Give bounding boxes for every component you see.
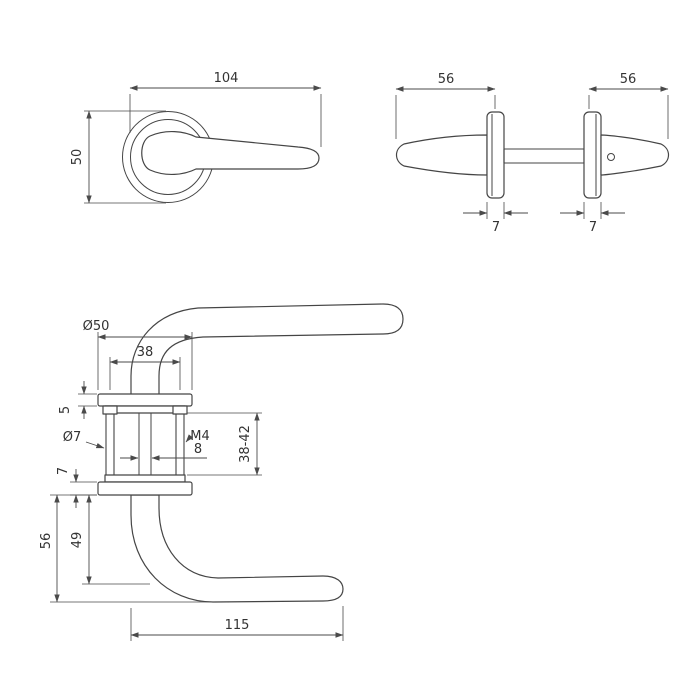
- dim-label-front-width: 104: [214, 71, 239, 86]
- lever-front: [141, 131, 320, 175]
- dim-label-front-height: 50: [70, 149, 85, 166]
- dim-label-side-left-thickness: 7: [492, 220, 500, 235]
- set-screw-hole: [607, 153, 615, 161]
- top-rosette-cover: [97, 393, 193, 407]
- dim-label-side-right-width: 56: [620, 72, 637, 87]
- right-lever-side: [600, 134, 670, 176]
- bottom-rosette-base: [104, 474, 186, 483]
- dim-label-rosette-thickness: 7: [56, 467, 71, 475]
- dim-label-side-left-width: 56: [438, 72, 455, 87]
- screw-shaft-left: [105, 413, 115, 476]
- dim-label-side-right-thickness: 7: [589, 220, 597, 235]
- dim-label-hole-spacing: 38: [137, 345, 154, 360]
- lower-lever: [130, 494, 344, 603]
- right-rosette-side: [583, 111, 602, 199]
- side-view: 56 56 7 7: [395, 72, 670, 235]
- front-view: 104 50: [70, 71, 322, 204]
- threaded-spindle: [503, 148, 585, 164]
- upper-lever: [130, 303, 404, 396]
- dim-label-rosette-diameter: Ø50: [83, 319, 110, 334]
- screw-shaft-right: [175, 413, 185, 476]
- left-rosette-side: [486, 111, 505, 199]
- dim-label-spindle: 8: [194, 442, 202, 457]
- dim-label-lever-length: 115: [225, 618, 250, 633]
- screw-head-left: [102, 405, 118, 415]
- left-lever-side: [395, 134, 488, 176]
- dim-label-cover-thickness: 5: [58, 406, 73, 414]
- dim-label-door-thickness: 38-42: [238, 425, 253, 463]
- leader-line: [85, 441, 105, 449]
- screw-head-right: [172, 405, 188, 415]
- bottom-rosette-cover: [97, 481, 193, 496]
- dim-label-total-height: 56: [39, 533, 54, 550]
- leader-line: [185, 434, 194, 443]
- dim-label-thread: M4: [190, 429, 210, 444]
- dim-label-lever-offset: 49: [70, 532, 85, 549]
- section-view: Ø50 38 5 Ø7 M4 8 38-42 7: [39, 303, 404, 641]
- dim-label-screw-diameter: Ø7: [63, 430, 82, 445]
